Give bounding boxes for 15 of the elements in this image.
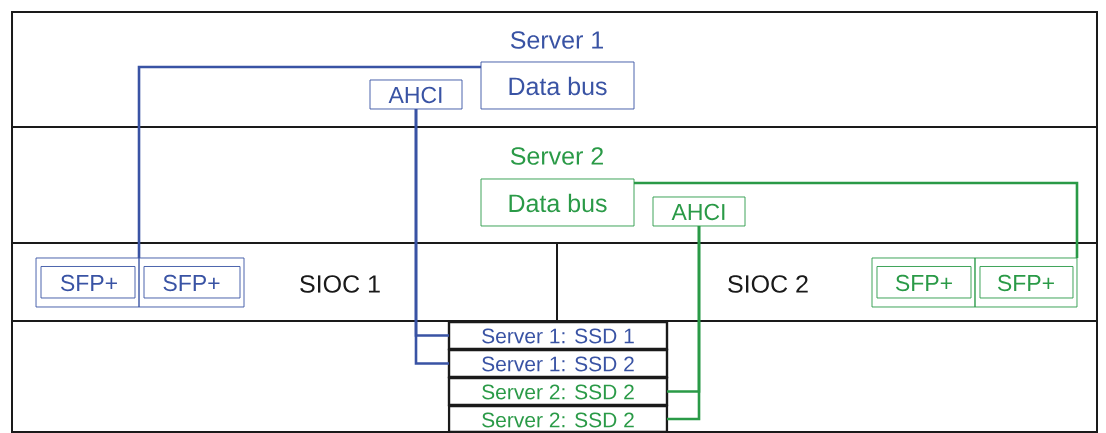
data-bus-box: Data bus	[480, 178, 635, 227]
sfp-port: SFP+	[871, 257, 976, 308]
ssd-slot: Server 1: SSD 1	[447, 320, 669, 351]
ssd-slot: Server 1: SSD 2	[447, 348, 669, 379]
connector-line	[137, 65, 481, 258]
connector-line	[634, 181, 1079, 258]
sfp-port: SFP+	[138, 257, 245, 308]
data-bus-box: Data bus	[480, 61, 635, 110]
sfp-port: SFP+	[35, 257, 140, 308]
sfp-port: SFP+	[974, 257, 1078, 308]
ahci-box: AHCI	[652, 196, 746, 227]
ahci-box: AHCI	[369, 79, 463, 110]
storage-panel	[11, 320, 1098, 433]
ssd-slot: Server 2: SSD 2	[447, 404, 669, 433]
ssd-slot: Server 2: SSD 2	[447, 376, 669, 407]
